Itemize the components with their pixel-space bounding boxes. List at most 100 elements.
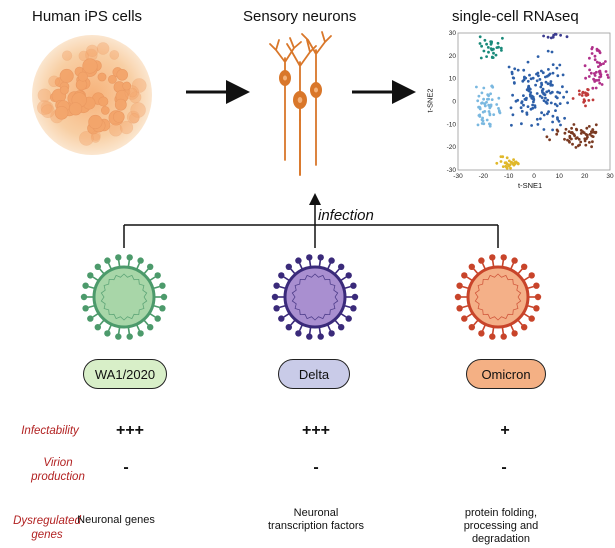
tsne-point [541, 71, 545, 75]
tsne-point [539, 117, 542, 121]
tsne-point [485, 55, 488, 58]
ips-cell [60, 85, 69, 95]
tsne-point [584, 143, 588, 147]
tsne-point [583, 99, 587, 103]
tsne-point [482, 49, 486, 53]
tsne-point [558, 63, 562, 67]
ips-cell [78, 50, 90, 62]
tsne-point [522, 68, 526, 72]
tsne-point [488, 124, 492, 128]
tsne-point [604, 70, 608, 73]
tsne-point [497, 45, 500, 49]
tsne-point [565, 90, 569, 94]
tsne-point [540, 69, 543, 73]
tsne-point [546, 82, 550, 86]
tsne-point [558, 91, 562, 95]
tsne-point [581, 90, 585, 94]
virus-delta-icon [271, 254, 359, 340]
tsne-point [584, 76, 587, 80]
tsne-point [588, 68, 591, 72]
tsne-point [505, 156, 509, 160]
tsne-point [522, 94, 525, 97]
tsne-point [488, 112, 492, 116]
tsne-point [583, 139, 587, 143]
tsne-point [563, 137, 566, 141]
ips-cell [116, 69, 128, 81]
ips-cell [77, 71, 88, 82]
tsne-point [547, 110, 550, 113]
tsne-point [544, 75, 547, 79]
tsne-point [591, 98, 595, 102]
tsne-xtick: 30 [606, 173, 614, 180]
tsne-point [482, 86, 486, 90]
tsne-point [582, 131, 586, 135]
infectability-omicron: + [500, 422, 510, 439]
tsne-point [507, 65, 511, 69]
row-label-infectability: Infectability [21, 425, 79, 437]
tsne-point [578, 93, 581, 96]
tsne-point [587, 75, 591, 78]
tsne-point [525, 111, 529, 115]
tsne-point [538, 78, 542, 81]
ips-colony-icon [32, 35, 152, 155]
tsne-xtick: -10 [504, 173, 514, 180]
tsne-point [526, 79, 530, 83]
tsne-point [591, 46, 594, 49]
tsne-xtick: 10 [556, 173, 564, 180]
tsne-point [592, 77, 595, 81]
tsne-point [531, 106, 535, 110]
tsne-point [520, 122, 523, 126]
tsne-point [606, 76, 610, 79]
tsne-point [496, 41, 500, 45]
tsne-point [528, 93, 532, 96]
ips-cell [109, 122, 123, 137]
infection-connector [123, 193, 499, 248]
tsne-point [543, 93, 547, 97]
tsne-ytick: 0 [452, 99, 456, 106]
tsne-point [550, 50, 554, 54]
variant-pill-delta: Delta [278, 359, 350, 389]
tsne-point [545, 90, 549, 94]
tsne-point [595, 60, 599, 64]
tsne-point [490, 55, 494, 59]
ips-title: Human iPS cells [32, 8, 143, 25]
tsne-point [478, 113, 482, 117]
tsne-point [594, 131, 597, 135]
tsne-point [530, 124, 533, 127]
tsne-point [536, 123, 540, 126]
tsne-point [551, 114, 555, 118]
infection-label: infection [318, 207, 374, 224]
tsne-point [511, 76, 515, 80]
tsne-point [483, 104, 487, 107]
tsne-ytick: -30 [447, 167, 457, 174]
tsne-point [519, 106, 523, 110]
tsne-point [526, 60, 530, 64]
tsne-point [551, 120, 554, 124]
tsne-point [580, 94, 584, 97]
tsne-point [511, 113, 515, 117]
tsne-point [487, 110, 491, 113]
tsne-point [495, 103, 499, 106]
tsne-point [476, 99, 480, 103]
ips-cell [119, 120, 134, 135]
tsne-point [586, 88, 589, 91]
tsne-point [522, 103, 525, 107]
tsne-point [531, 97, 535, 100]
tsne-point [486, 46, 490, 49]
ips-cell [40, 101, 54, 115]
tsne-point [566, 101, 569, 105]
tsne-point [539, 85, 543, 89]
tsne-point [598, 51, 602, 55]
tsne-point [575, 136, 579, 140]
tsne-ytick: 30 [449, 30, 457, 37]
tsne-point [485, 118, 489, 122]
tsne-point [551, 83, 554, 87]
tsne-point [556, 90, 559, 94]
tsne-point [562, 95, 565, 99]
tsne-point [557, 119, 561, 123]
tsne-point [549, 82, 552, 85]
tsne-point [490, 98, 494, 101]
tsne-point [513, 67, 517, 71]
tsne-point [540, 111, 543, 115]
